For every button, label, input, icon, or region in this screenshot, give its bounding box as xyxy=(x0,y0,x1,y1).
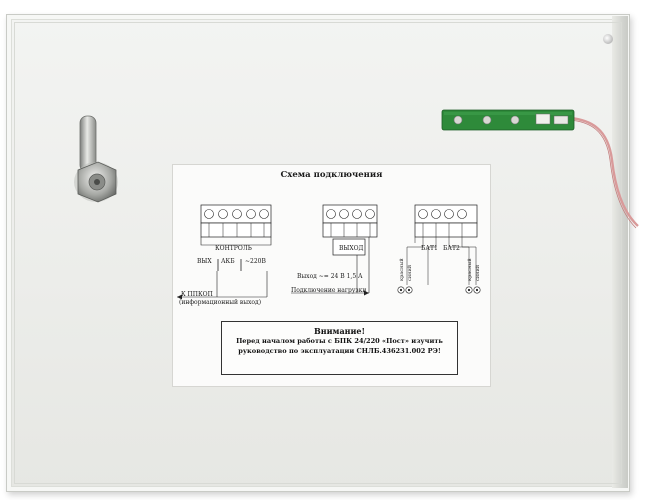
bat1-label: БАТ1 xyxy=(421,245,438,252)
load-connection-label: Подключение нагрузки xyxy=(291,287,367,294)
output-spec: Выход ~= 24 В 1,5 А xyxy=(297,273,363,280)
control-label: КОНТРОЛЬ xyxy=(215,245,252,252)
wiring-diagram-sheet: Схема подключения xyxy=(172,164,491,387)
warning-line-2: руководство по эксплуатации СНЛБ.436231.… xyxy=(238,347,441,355)
door-lock-icon[interactable] xyxy=(68,112,130,208)
ppkop-label: К ППКОП xyxy=(181,291,213,298)
terminal-board xyxy=(441,109,639,229)
warning-box: Внимание! Перед началом работы с БПК 24/… xyxy=(221,321,458,375)
wire-blue-label-1: синий xyxy=(407,264,413,281)
warning-line-1: Перед началом работы с БПК 24/220 «Пост»… xyxy=(236,337,443,345)
enclosure-side-edge xyxy=(612,16,628,488)
output-label: ВЫХОД xyxy=(339,245,364,252)
diagram-title: Схема подключения xyxy=(280,170,383,180)
ppkop-sub-label: (информационный выход) xyxy=(179,299,262,306)
wire-red-label-2: красный xyxy=(467,258,473,281)
wire-red-label-1: красный xyxy=(399,258,405,281)
wire-blue-label-2: синий xyxy=(475,264,481,281)
control-akb-label: АКБ xyxy=(221,258,235,265)
warning-title: Внимание! xyxy=(313,326,366,336)
corner-screw xyxy=(603,34,613,44)
bat2-label: БАТ2 xyxy=(443,245,460,252)
control-220-label: ~220В xyxy=(245,258,266,265)
wiring-diagram xyxy=(177,204,481,300)
control-out-label: ВЫХ xyxy=(197,258,212,265)
